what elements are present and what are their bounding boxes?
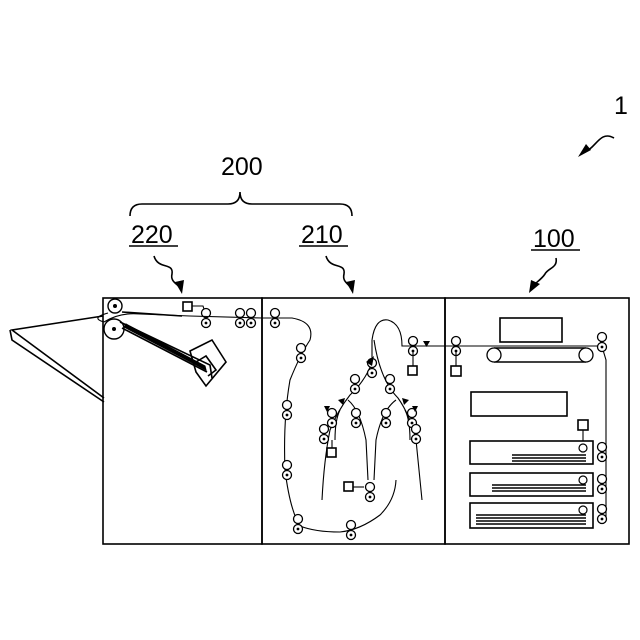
leader-arrowhead-module-210 <box>346 280 355 294</box>
module-220-housing <box>103 298 262 544</box>
output-tray-lip <box>10 330 104 402</box>
label-system: 1 <box>614 92 628 120</box>
leader-apparatus-100 <box>533 258 556 286</box>
label-post-processing-unit: 200 <box>221 153 263 181</box>
output-tray <box>12 316 104 398</box>
bracket-post-processing-unit <box>130 192 352 216</box>
module-210-internals <box>262 309 445 540</box>
label-module-220: 220 <box>131 221 173 249</box>
leader-arrowhead-module-220 <box>175 280 184 294</box>
leader-arrowhead-system <box>578 144 591 157</box>
label-module-210: 210 <box>301 221 343 249</box>
module-220-internals <box>98 299 262 386</box>
apparatus-100-internals <box>445 318 607 528</box>
label-apparatus-100: 100 <box>533 225 575 253</box>
